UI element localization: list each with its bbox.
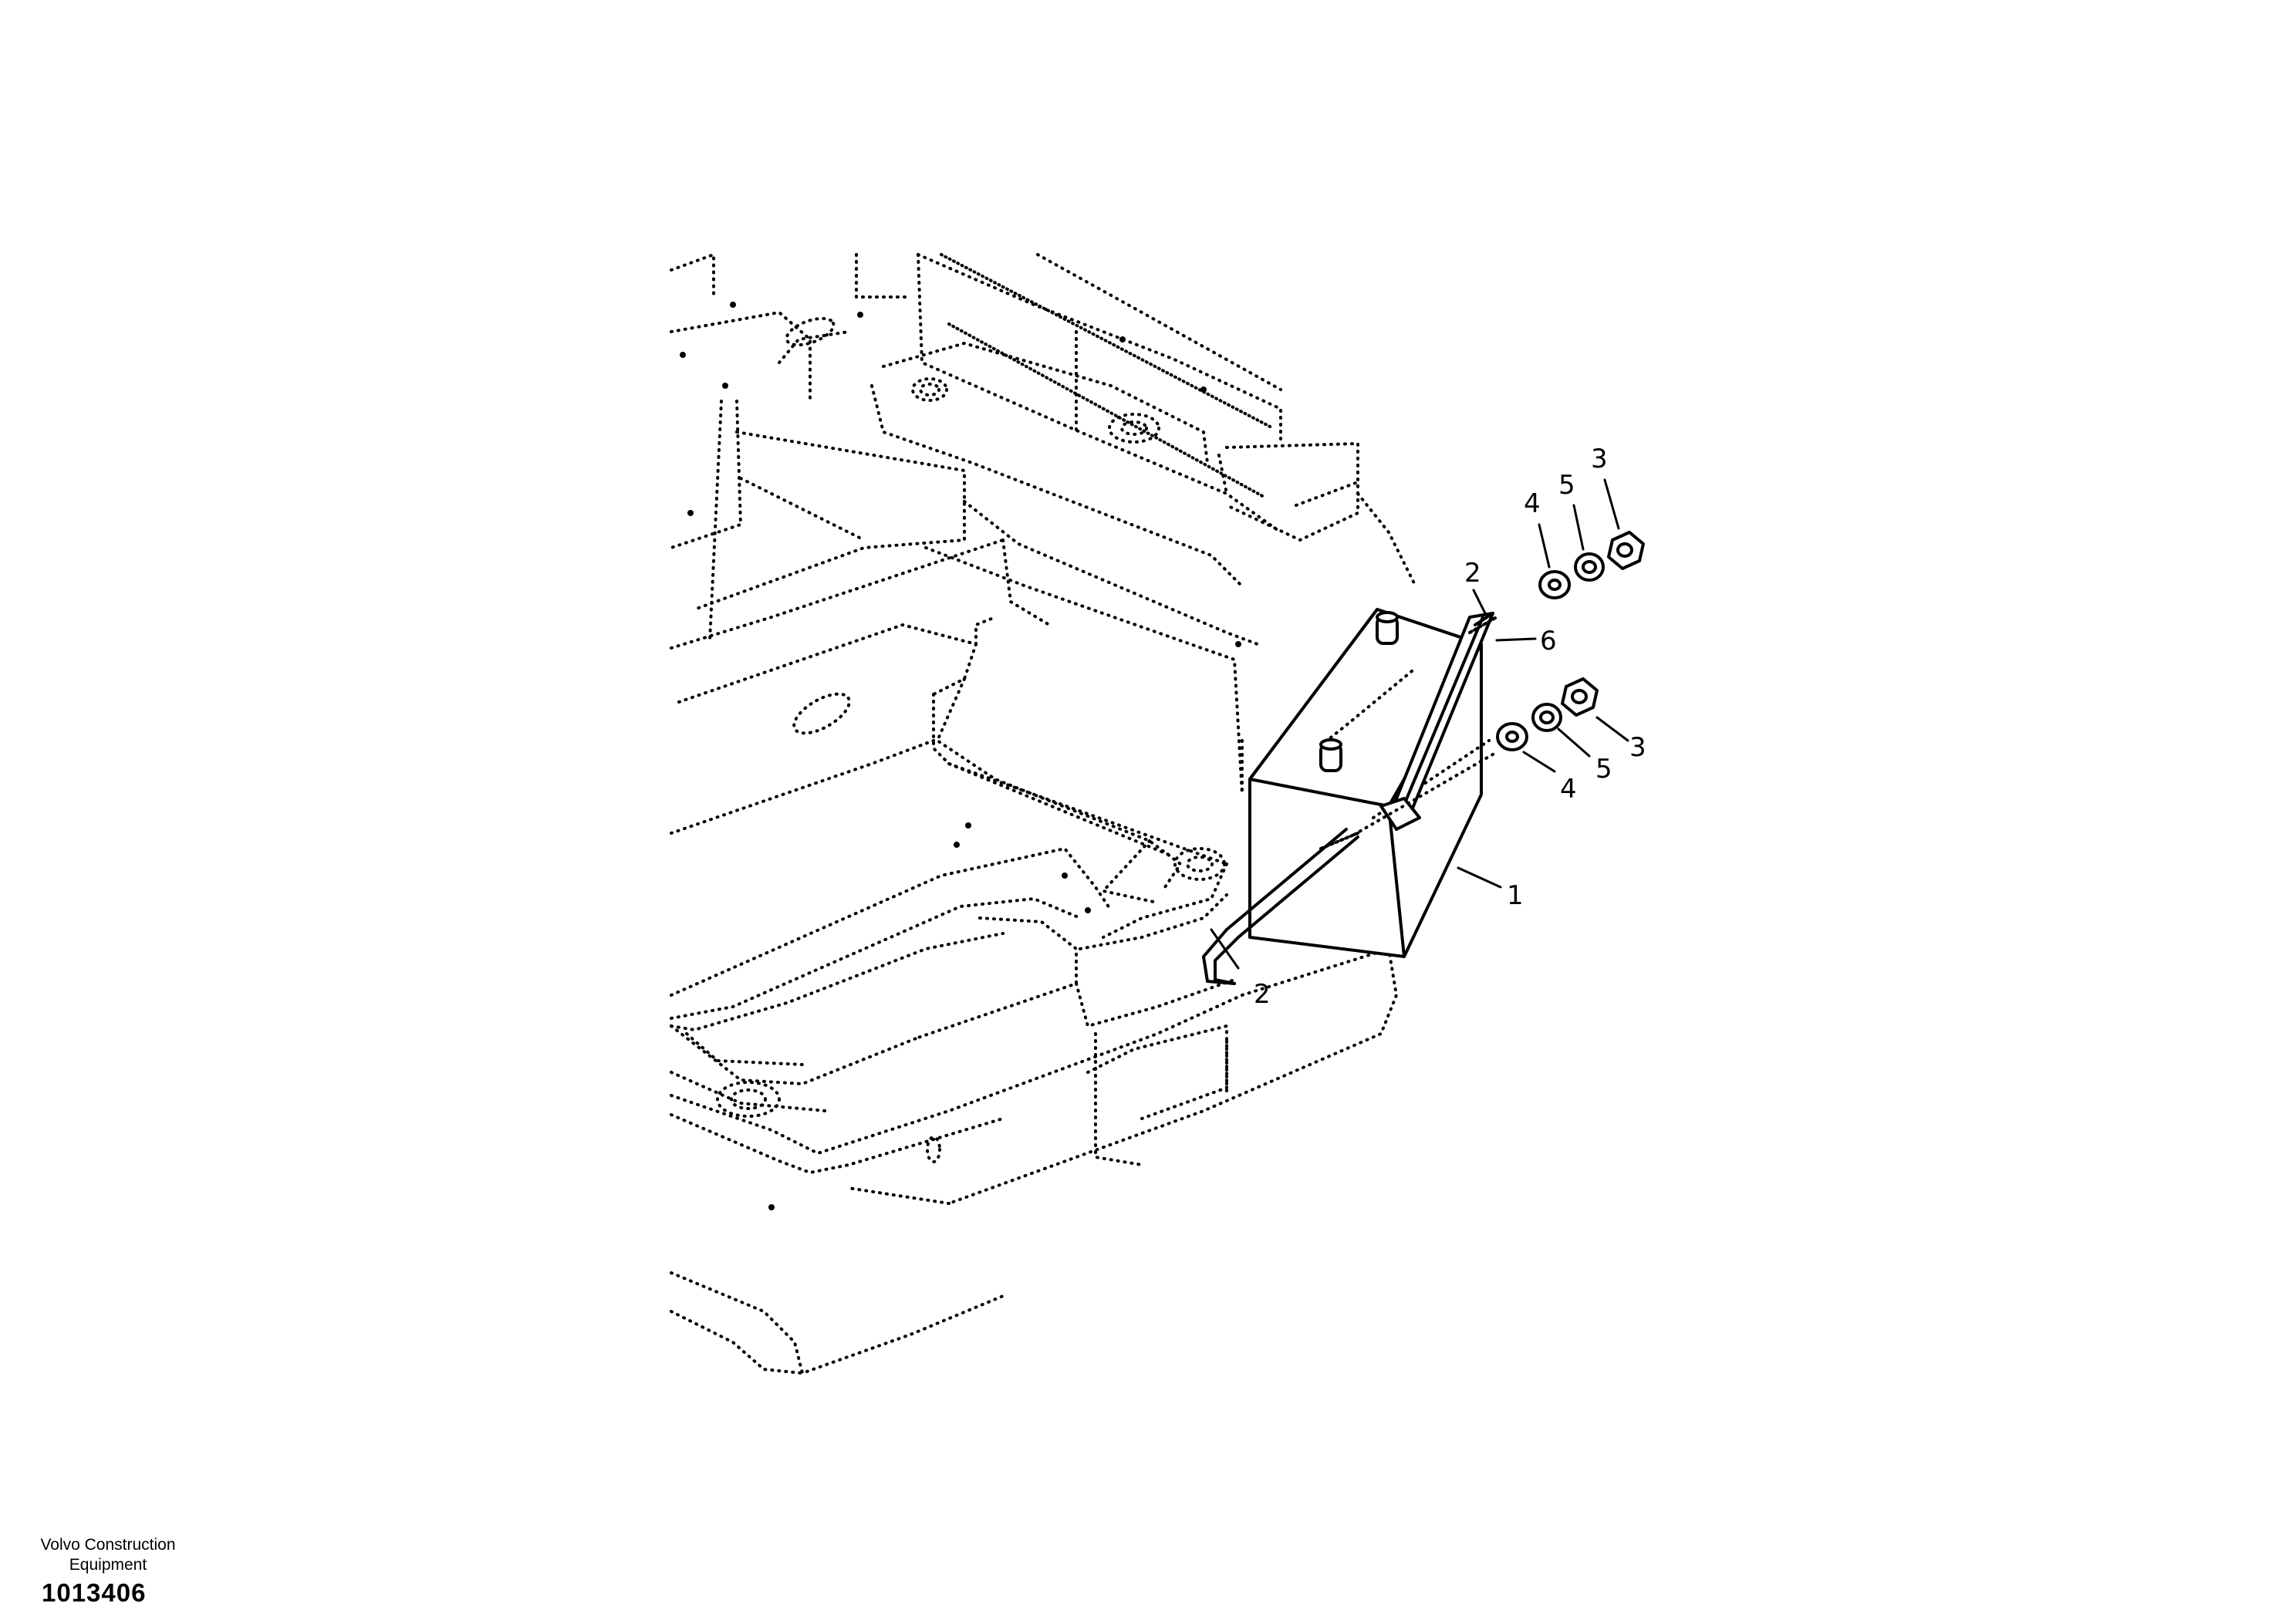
callout-4-top: 4 [1524, 488, 1541, 519]
leader-lines [1210, 478, 1629, 970]
assembly-line-lower [1352, 751, 1498, 836]
washer-upper [1538, 570, 1571, 599]
nut-middle [1561, 677, 1599, 717]
upper-frame-ghost [670, 253, 1417, 939]
lock-washer-middle [1531, 703, 1562, 732]
washer-middle [1496, 722, 1528, 751]
brand-line-1: Volvo Construction [40, 1536, 176, 1554]
hook-bolt-bottom [1202, 828, 1359, 985]
callouts: 1 2 2 3 3 4 4 5 5 6 [1254, 444, 1646, 1010]
callout-1: 1 [1507, 880, 1524, 911]
brand-line-2: Equipment [69, 1556, 147, 1574]
callout-6: 6 [1540, 626, 1557, 656]
battery-hold-down-bracket [1379, 612, 1494, 831]
callout-5-top: 5 [1558, 470, 1575, 501]
callout-4-mid: 4 [1560, 774, 1577, 805]
callout-5-mid: 5 [1595, 754, 1612, 785]
lower-frame-ghost [670, 847, 1398, 1375]
callout-2-top: 2 [1464, 558, 1481, 589]
callout-3-mid: 3 [1629, 732, 1646, 763]
callout-2-bottom: 2 [1254, 979, 1271, 1010]
brand-label: Volvo Construction Equipment [0, 1535, 216, 1575]
nut-upper [1607, 531, 1645, 570]
drawing-number: 1013406 [42, 1578, 147, 1607]
battery [1248, 608, 1491, 958]
lock-washer-upper [1574, 552, 1605, 582]
frame-bolt-dots [680, 302, 1241, 1210]
hook-bolt-top [1468, 612, 1498, 634]
callout-3-top: 3 [1591, 444, 1608, 474]
